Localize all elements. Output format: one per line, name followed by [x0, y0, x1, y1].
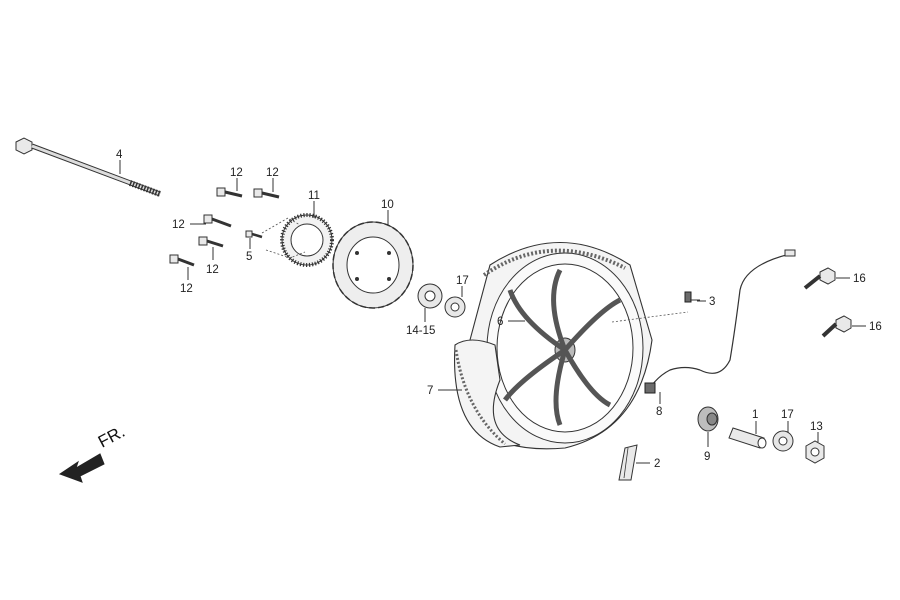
bolt-part [253, 188, 280, 199]
callout-12: 12 [206, 264, 219, 276]
callout-9: 9 [704, 451, 710, 463]
callout-13: 13 [810, 421, 823, 433]
oil-seal-part [417, 283, 443, 309]
axle-part [15, 137, 162, 197]
bearing-part [444, 296, 466, 318]
callout-11: 11 [308, 190, 320, 202]
brake-disc-part [332, 221, 414, 309]
screw-part [245, 230, 263, 239]
callout-5: 5 [246, 251, 252, 263]
callout-4: 4 [116, 149, 123, 161]
bolt-part [203, 214, 232, 228]
wheel-rim-part [459, 242, 653, 450]
callout-12: 12 [230, 167, 243, 179]
collar-part [697, 406, 719, 432]
callout-1: 1 [752, 409, 758, 421]
direction-label: FR. [95, 422, 128, 452]
callout-12: 12 [172, 219, 185, 231]
bearing-part [772, 430, 794, 452]
callout-12: 12 [266, 167, 279, 179]
callout-8: 8 [656, 406, 662, 418]
bolt-part [821, 315, 852, 338]
bolt-part [803, 267, 836, 290]
callout-16: 16 [853, 273, 866, 285]
valve-part [618, 444, 638, 481]
distance-tube-part [728, 427, 767, 449]
tone-ring-part [280, 213, 334, 267]
axle-nut-part [805, 440, 825, 464]
callout-17: 17 [456, 275, 469, 287]
callout-2: 2 [654, 458, 660, 470]
callout-12: 12 [180, 283, 193, 295]
wheel-speed-sensor-part [644, 249, 796, 394]
callout-16: 16 [869, 321, 882, 333]
bolt-part [169, 254, 195, 267]
bolt-part [216, 187, 243, 198]
callout-7: 7 [427, 385, 433, 397]
tire-part [453, 248, 626, 448]
front-direction-arrow [58, 453, 105, 483]
callout-17: 17 [781, 409, 794, 421]
callout-14-15: 14-15 [406, 325, 435, 337]
bolt-part [198, 236, 224, 248]
callout-3: 3 [709, 296, 715, 308]
callout-6: 6 [497, 316, 503, 328]
callout-10: 10 [381, 199, 394, 211]
